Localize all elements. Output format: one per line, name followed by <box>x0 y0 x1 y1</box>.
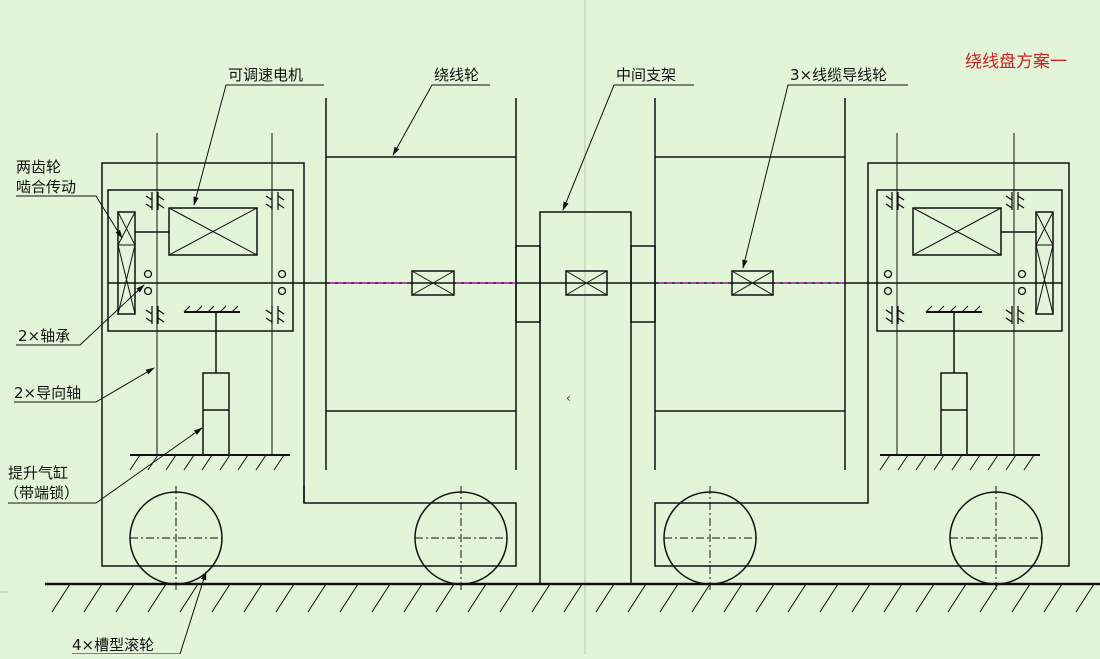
label-gears-line1: 两齿轮 <box>16 158 61 176</box>
label-cylinder-line1: 提升气缸 <box>8 464 68 482</box>
right-gear <box>1035 211 1054 315</box>
right-unit <box>654 98 1070 590</box>
label-guide-wheel: 3×线缆导线轮 <box>790 66 887 84</box>
label-middle-support: 中间支架 <box>616 66 676 84</box>
label-cylinder-line2: （带端锁） <box>4 484 79 502</box>
right-gearbox <box>876 189 1063 332</box>
label-guide-shaft: 2×导向轴 <box>14 384 81 402</box>
ground <box>45 582 1100 613</box>
left-gearbox <box>107 189 294 332</box>
label-motor: 可调速电机 <box>228 66 303 84</box>
label-gears-line2: 啮合传动 <box>16 178 76 196</box>
label-reel: 绕线轮 <box>434 66 479 84</box>
middle-support: ‹ <box>515 211 656 585</box>
label-rollers: 4×槽型滚轮 <box>72 636 154 654</box>
left-gear <box>117 211 136 315</box>
label-bearing: 2×轴承 <box>18 327 70 345</box>
drawing-title: 绕线盘方案一 <box>965 52 1067 72</box>
left-unit <box>101 98 517 590</box>
svg-text:‹: ‹ <box>566 391 571 405</box>
